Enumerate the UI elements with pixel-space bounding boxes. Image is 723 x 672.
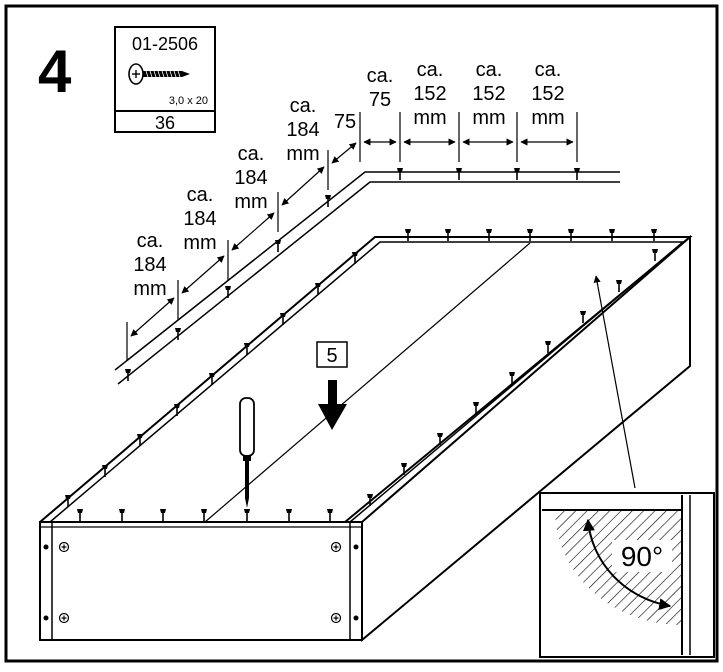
spacing-prefix: ca. — [187, 184, 214, 206]
part-box: 01-2506 3,0 x 20 36 — [114, 26, 216, 133]
spacing-prefix: ca. — [137, 230, 164, 252]
step-reference-number: 5 — [326, 345, 337, 367]
step-number: 4 — [38, 38, 72, 105]
spacing-prefix: ca. — [476, 59, 503, 81]
detail-rail — [114, 171, 620, 385]
horizontal-spacing-labels: ca. 75 ca. 152 mm ca. 152 mm ca. 152 mm … — [334, 59, 565, 133]
spacing-unit: mm — [531, 107, 564, 129]
spacing-value: 75 — [369, 89, 391, 111]
angle-label: 90° — [621, 541, 663, 572]
spacing-unit: mm — [472, 107, 505, 129]
spacing-unit: mm — [286, 143, 319, 165]
dimension-lines — [126, 112, 578, 360]
drawer-box — [39, 234, 693, 642]
spacing-unit: mm — [183, 232, 216, 254]
screwdriver-icon — [239, 397, 255, 508]
screw-size: 3,0 x 20 — [169, 95, 208, 107]
dimension-arrows — [130, 138, 574, 337]
spacing-value: 152 — [531, 83, 564, 105]
spacing-value: 184 — [234, 167, 267, 189]
spacing-value: 184 — [183, 208, 216, 230]
diagonal-spacing-labels: ca. 184 mm ca. 184 mm ca. 184 mm ca. 184… — [133, 95, 319, 300]
angle-arrow-icon — [582, 518, 672, 611]
down-arrow-icon — [318, 380, 347, 430]
angle-detail: 90° — [539, 492, 715, 658]
front-panel-fasteners — [43, 541, 359, 624]
spacing-unit: mm — [133, 278, 166, 300]
spacing-prefix: ca. — [535, 59, 562, 81]
callout-pointer — [593, 275, 636, 489]
spacing-value: 184 — [286, 119, 319, 141]
page-frame — [4, 4, 719, 663]
spacing-prefix: ca. — [367, 65, 394, 87]
spacing-value: 184 — [133, 254, 166, 276]
quantity: 36 — [155, 113, 175, 133]
spacing-unit: mm — [413, 107, 446, 129]
corner-spacing-value: 75 — [334, 111, 356, 133]
spacing-prefix: ca. — [417, 59, 444, 81]
part-code: 01-2506 — [132, 34, 198, 54]
spacing-value: 152 — [472, 83, 505, 105]
spacing-unit: mm — [234, 191, 267, 213]
spacing-prefix: ca. — [290, 95, 317, 117]
spacing-value: 152 — [413, 83, 446, 105]
spacing-prefix: ca. — [238, 143, 265, 165]
screw-icon — [128, 63, 190, 85]
front-panel — [39, 521, 363, 641]
next-step-reference: 5 — [316, 341, 348, 368]
